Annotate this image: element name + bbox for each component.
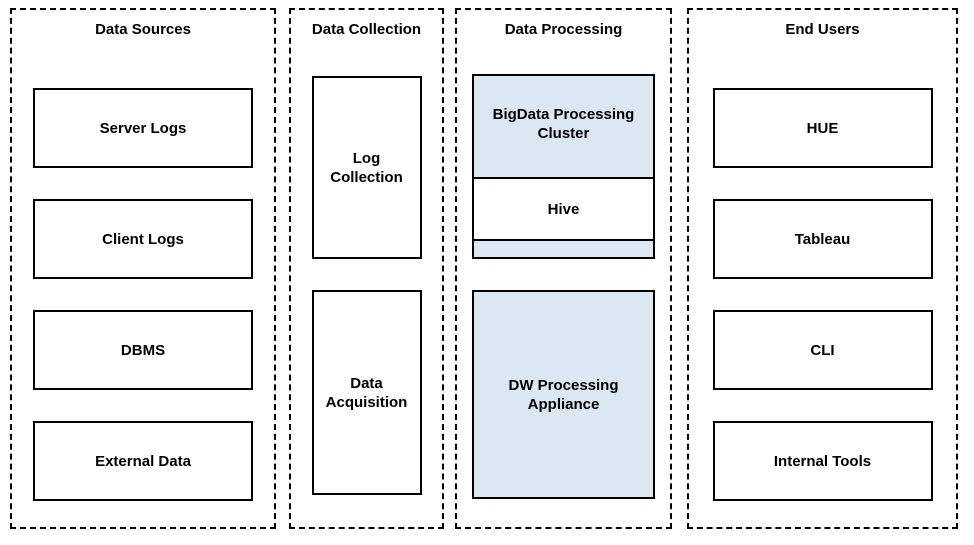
panel-boxes: BigData Processing Cluster Hive DW Proce…: [457, 74, 670, 499]
panel-title-data-sources: Data Sources: [95, 21, 191, 38]
node-label: DW Processing Appliance: [508, 376, 619, 413]
node-external-data: External Data: [33, 421, 253, 501]
panel-title-data-collection: Data Collection: [311, 21, 422, 38]
node-label: DBMS: [120, 341, 166, 359]
node-label: Data Acquisition: [325, 374, 408, 411]
node-cli: CLI: [712, 310, 933, 390]
node-client-logs: Client Logs: [33, 199, 253, 279]
panel-data-processing: Data Processing BigData Processing Clust…: [455, 8, 672, 529]
node-bigdata-processing-cluster: BigData Processing Cluster Hive: [472, 74, 655, 259]
panel-data-collection: Data Collection Log Collection Data Acqu…: [289, 8, 444, 529]
node-label: Log Collection: [330, 149, 403, 186]
node-label: External Data: [95, 452, 191, 470]
node-hive: Hive: [472, 177, 655, 241]
panel-boxes: HUE Tableau CLI Internal Tools: [689, 88, 956, 501]
panel-end-users: End Users HUE Tableau CLI Internal Tools: [687, 8, 958, 529]
node-data-acquisition: Data Acquisition: [311, 290, 422, 495]
node-label: Tableau: [794, 230, 851, 248]
panel-boxes: Log Collection Data Acquisition: [291, 76, 442, 495]
node-internal-tools: Internal Tools: [712, 421, 933, 501]
node-tableau: Tableau: [712, 199, 933, 279]
node-log-collection: Log Collection: [311, 76, 422, 259]
node-label: CLI: [810, 341, 835, 359]
node-hue: HUE: [712, 88, 933, 168]
node-label: Client Logs: [102, 230, 184, 248]
node-dbms: DBMS: [33, 310, 253, 390]
panel-title-data-processing: Data Processing: [504, 21, 623, 38]
node-dw-processing-appliance: DW Processing Appliance: [472, 290, 655, 499]
panel-data-sources: Data Sources Server Logs Client Logs DBM…: [10, 8, 276, 529]
node-server-logs: Server Logs: [33, 88, 253, 168]
node-label: Hive: [547, 200, 580, 218]
node-label: BigData Processing Cluster: [492, 106, 635, 142]
panel-boxes: Server Logs Client Logs DBMS External Da…: [12, 88, 274, 501]
node-label: Server Logs: [99, 119, 187, 137]
node-label: HUE: [806, 119, 839, 137]
panel-title-end-users: End Users: [785, 21, 860, 38]
node-label: Internal Tools: [773, 452, 872, 470]
